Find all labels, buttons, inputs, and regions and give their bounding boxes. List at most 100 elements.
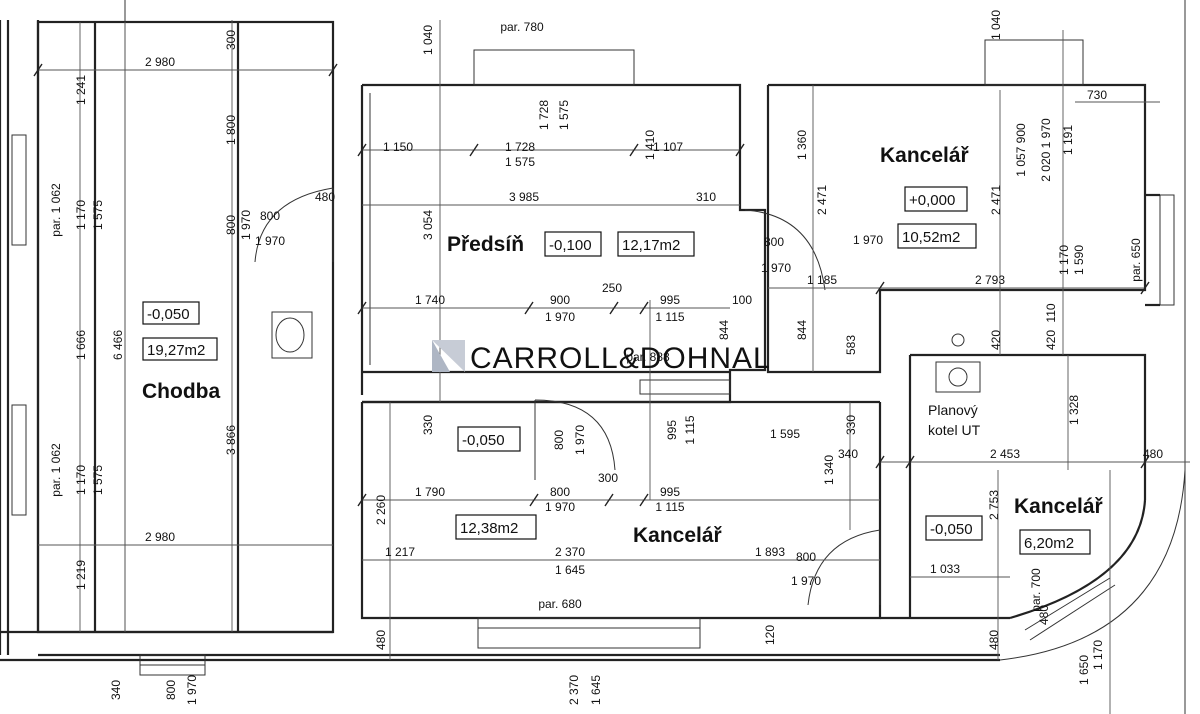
- dimension-label: 2 471: [989, 185, 1003, 215]
- dimension-label: 1 970: [185, 675, 199, 705]
- dimension-label: 1 115: [683, 415, 697, 444]
- dimension-label: 6 466: [111, 330, 125, 360]
- dimension-label: 844: [717, 320, 731, 340]
- dimension-label: 1 170: [74, 200, 88, 230]
- dimension-label: 1 040: [421, 25, 435, 55]
- dimension-label: 995: [660, 485, 680, 499]
- room-name: Kancelář: [880, 144, 970, 167]
- dimension-label: 995: [665, 420, 679, 440]
- room-level: -0,100: [549, 237, 592, 254]
- dimension-label: 844: [795, 320, 809, 340]
- dimension-label: 300: [598, 471, 618, 485]
- dimension-label: 1 057 900: [1014, 123, 1028, 177]
- logo-text: CARROLL&DOHNAL: [470, 342, 771, 375]
- dimension-label: 120: [763, 625, 777, 645]
- dimension-label: 1 217: [385, 545, 415, 559]
- dimension-label: par. 650: [1129, 238, 1143, 282]
- dimension-label: 340: [838, 447, 858, 461]
- dimension-label: 800: [260, 209, 280, 223]
- dimension-label: 1 645: [555, 563, 585, 577]
- dimension-label: 2 471: [815, 185, 829, 215]
- dimension-label: 2 370: [555, 545, 585, 559]
- dimension-label: 310: [696, 190, 716, 204]
- dimension-label: 1 728: [537, 100, 551, 130]
- dimension-label: 2 020 1 970: [1039, 118, 1053, 182]
- room-area: 12,17m2: [622, 237, 680, 254]
- room-kancelar-bottom: -0,050 12,38m2 Kancelář: [455, 426, 723, 547]
- boiler-label-line2: kotel UT: [928, 422, 981, 438]
- dimension-label: 1 360: [795, 130, 809, 160]
- room-name: Chodba: [142, 380, 220, 403]
- dimension-label: 1 340: [822, 455, 836, 485]
- dimension-label: 900: [550, 293, 570, 307]
- boiler-label-line1: Planový: [928, 402, 978, 418]
- dimension-label: 800: [550, 485, 570, 499]
- room-level: +0,000: [909, 192, 955, 209]
- dimension-label: 800: [764, 235, 784, 249]
- dimension-label: par. 1 062: [49, 443, 63, 497]
- dimension-label: 1 033: [930, 562, 960, 576]
- dimension-label: 1 645: [589, 675, 603, 705]
- room-name: Kancelář: [633, 524, 723, 547]
- dimension-label: 1 575: [557, 100, 571, 130]
- dimension-label: 1 170: [74, 465, 88, 495]
- dimension-label: par. 888: [626, 350, 670, 364]
- dimension-label: 1 650: [1077, 655, 1091, 685]
- dimension-label: 1 170: [1057, 245, 1071, 275]
- room-area: 10,52m2: [902, 229, 960, 246]
- boiler-label: Planový kotel UT: [928, 402, 981, 438]
- dimension-label: 1 328: [1067, 395, 1081, 425]
- dimension-label: 1 728: [505, 140, 535, 154]
- room-name: Kancelář: [1014, 495, 1104, 518]
- dimension-label: 330: [421, 415, 435, 435]
- dimension-label: 1 970: [255, 234, 285, 248]
- dimension-label: 800: [796, 550, 816, 564]
- dimension-label: 1 575: [91, 200, 105, 230]
- dimension-label: 800: [224, 215, 238, 235]
- dimension-label: 1 170: [1091, 640, 1105, 670]
- dimension-label: par. 780: [500, 20, 544, 34]
- dimension-label: 480: [1037, 605, 1051, 625]
- dimension-label: 800: [552, 430, 566, 450]
- dimension-label: 1 590: [1072, 245, 1086, 275]
- room-predsin: Předsíň -0,100 12,17m2: [447, 231, 695, 257]
- dimension-label: 1 410: [643, 130, 657, 160]
- dimension-label: 3 866: [224, 425, 238, 455]
- dimension-label: 1 040: [989, 10, 1003, 40]
- room-area: 12,38m2: [460, 520, 518, 537]
- dimension-label: 1 241: [74, 75, 88, 105]
- dimension-label: par. 700: [1029, 568, 1043, 612]
- dimension-label: 1 219: [74, 560, 88, 590]
- dimension-label: 1 575: [91, 465, 105, 495]
- dimension-label: par. 1 062: [49, 183, 63, 237]
- dimension-label: 1 595: [770, 427, 800, 441]
- dimension-label: 100: [732, 293, 752, 307]
- dimension-label: 1 150: [383, 140, 413, 154]
- room-kancelar-top: Kancelář +0,000 10,52m2: [880, 144, 977, 249]
- dimension-label: 1 191: [1061, 125, 1075, 155]
- dimension-label: 110: [1044, 303, 1058, 322]
- dimension-label: 330: [844, 415, 858, 435]
- dimension-label: 1 115: [655, 310, 684, 324]
- dimension-label: 1 185: [807, 273, 837, 287]
- dimension-label: 1 970: [853, 233, 883, 247]
- dimension-label: 1 970: [545, 310, 575, 324]
- dimension-label: 340: [109, 680, 123, 700]
- dimension-label: 420: [989, 330, 1003, 350]
- dimension-label: 2 793: [975, 273, 1005, 287]
- dimension-label: 1 666: [74, 330, 88, 360]
- room-chodba: -0,050 19,27m2 Chodba: [142, 301, 220, 403]
- room-level: -0,050: [147, 306, 190, 323]
- dimension-label: 1 970: [761, 261, 791, 275]
- dimension-label: 2 453: [990, 447, 1020, 461]
- dimension-lines: [38, 20, 1190, 714]
- dimension-label: 480: [315, 190, 335, 204]
- dimension-label: 480: [374, 630, 388, 650]
- dimension-label: 1 970: [545, 500, 575, 514]
- room-level: -0,050: [462, 432, 505, 449]
- dimension-label: 420: [1044, 330, 1058, 350]
- dimension-label: 1 970: [239, 210, 253, 240]
- dimension-label: 730: [1087, 88, 1107, 102]
- dimension-label: 2 980: [145, 55, 175, 69]
